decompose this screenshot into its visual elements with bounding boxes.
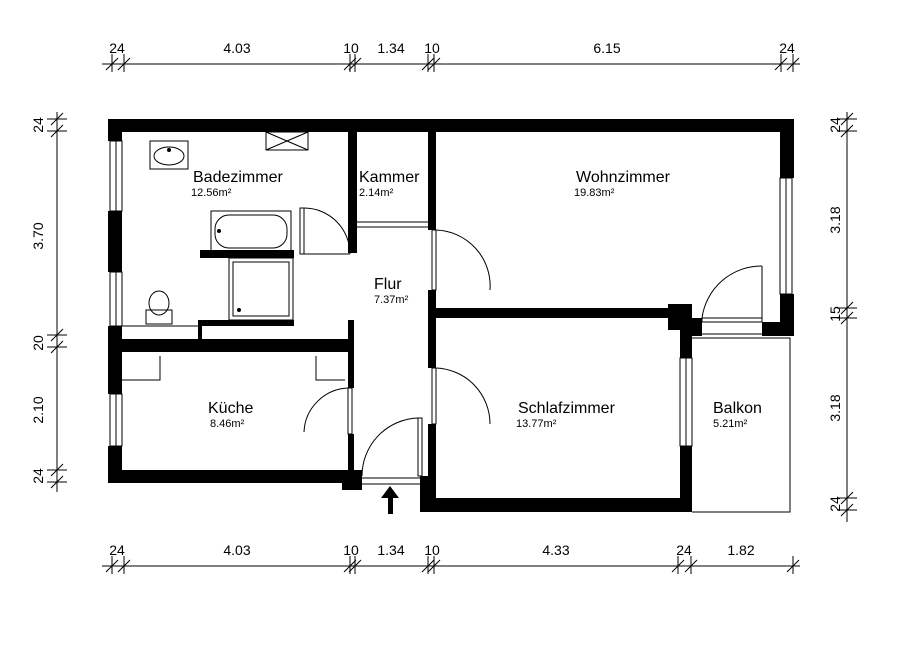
room-name-schlafzimmer: Schlafzimmer [518,400,616,417]
room-name-wohnzimmer: Wohnzimmer [576,169,671,186]
room-area-wohnzimmer: 19.83m² [574,187,615,199]
dim-bottom-6: 24 [676,542,692,558]
dim-right-4: 24 [827,496,843,512]
dim-left-3: 2.10 [30,396,46,423]
dim-right-2: 15 [827,306,843,322]
room-name-balkon: Balkon [713,400,762,417]
dimension-lines [47,54,857,574]
dim-bottom-2: 10 [343,542,359,558]
door-badezimmer [299,207,351,255]
doors [299,207,763,477]
dim-left-0: 24 [30,117,46,133]
dim-top-1: 4.03 [223,40,250,56]
sink-icon [149,140,189,170]
door-wohnzimmer [431,229,491,291]
dim-right-0: 24 [827,117,843,133]
room-area-balkon: 5.21m² [713,418,748,430]
dim-left-4: 24 [30,468,46,484]
dim-right-1: 3.18 [827,206,843,233]
room-labels: Badezimmer 12.56m² Kammer 2.14m² Wohnzim… [191,169,762,430]
door-schlafzimmer [431,367,491,425]
dim-bottom-7: 1.82 [727,542,754,558]
bottom-tick-marks [105,556,800,574]
dim-right-3: 3.18 [827,394,843,421]
room-area-schlafzimmer: 13.77m² [516,418,557,430]
room-name-badezimmer: Badezimmer [193,169,283,186]
dim-bottom-3: 1.34 [377,542,404,558]
vent-icon [265,131,309,151]
room-area-badezimmer: 12.56m² [191,187,232,199]
left-tick-marks [47,112,67,489]
dim-bottom-5: 4.33 [542,542,569,558]
dim-top-0: 24 [109,40,125,56]
dim-bottom-1: 4.03 [223,542,250,558]
shower-icon [228,257,294,321]
door-kueche [303,387,353,435]
room-name-flur: Flur [374,276,402,293]
door-balkon [701,265,763,323]
room-name-kueche: Küche [208,400,253,417]
door-entrance [361,417,423,477]
room-area-kammer: 2.14m² [359,187,394,199]
dim-top-2: 10 [343,40,359,56]
bathtub-icon [210,210,292,253]
room-area-kueche: 8.46m² [210,418,245,430]
dim-top-4: 10 [424,40,440,56]
fixtures [122,131,345,381]
dim-bottom-0: 24 [109,542,125,558]
dim-bottom-4: 10 [424,542,440,558]
dimension-labels: 24 4.03 10 1.34 10 6.15 24 24 4.03 10 1.… [30,40,843,558]
walls [108,119,794,512]
dim-top-6: 24 [779,40,795,56]
right-tick-marks [837,112,857,517]
room-name-kammer: Kammer [359,169,420,186]
entrance-arrow-icon [381,486,399,514]
dim-left-1: 3.70 [30,222,46,249]
dim-top-3: 1.34 [377,40,404,56]
kitchen-counter-icon [122,356,345,381]
dim-left-2: 20 [30,335,46,351]
room-area-flur: 7.37m² [374,294,409,306]
top-tick-marks [105,54,800,72]
toilet-icon [145,290,173,325]
dim-top-5: 6.15 [593,40,620,56]
